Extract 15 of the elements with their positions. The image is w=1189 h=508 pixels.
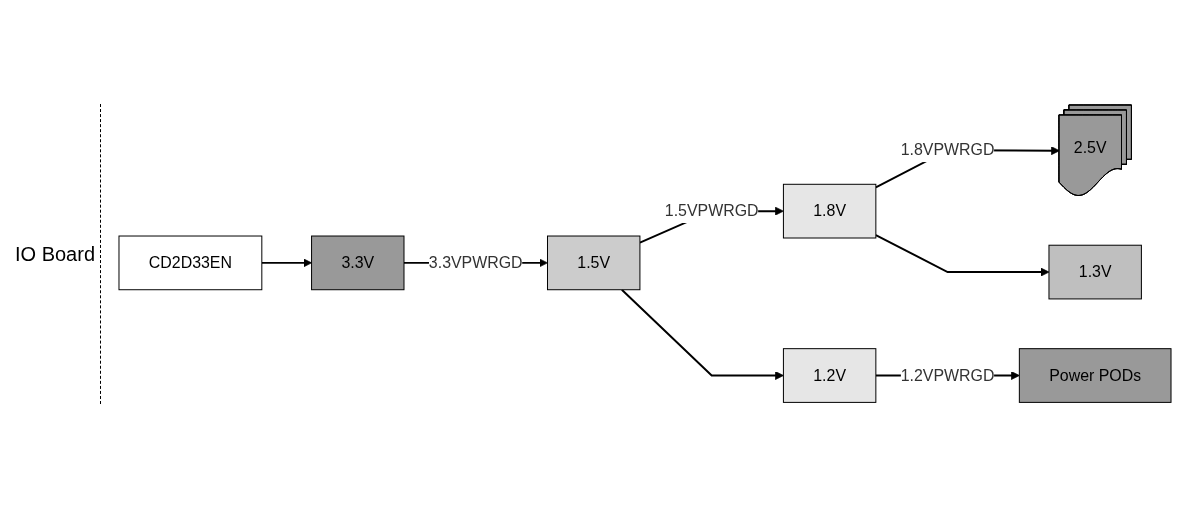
node-box: CD2D33EN [118, 235, 263, 291]
node-box: 3.3V [311, 235, 405, 291]
edge-label: 1.2VPWRGD [900, 366, 995, 384]
edge-label: 3.3VPWRGD [428, 254, 523, 272]
node-box: 1.3V [1048, 245, 1142, 300]
board-label: IO Board [14, 242, 95, 266]
node-box: 1.5V [547, 235, 641, 291]
edge-label: 1.8VPWRGD [900, 141, 995, 159]
node-box: Power PODs [1018, 348, 1172, 404]
node-box: 1.2V [782, 348, 877, 404]
arrow [874, 234, 1050, 277]
edge-label: 1.5VPWRGD [664, 202, 759, 220]
node-box: 1.8V [782, 184, 877, 239]
arrow [620, 289, 784, 381]
arrow [260, 258, 312, 268]
